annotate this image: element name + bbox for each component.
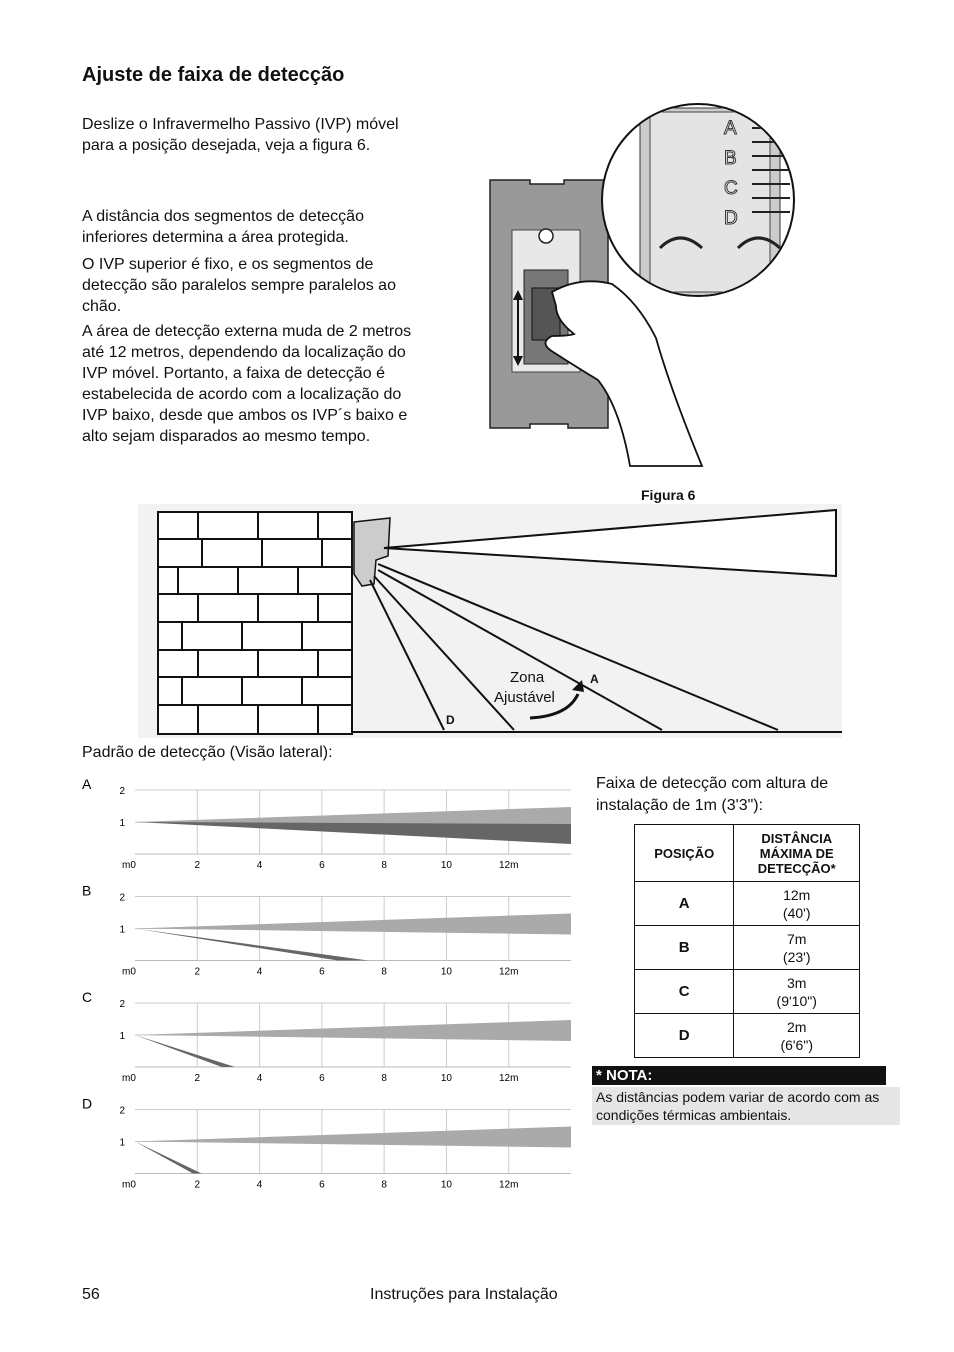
x-tick-label: 2 — [195, 860, 201, 871]
pattern-title: Padrão de detecção (Visão lateral): — [82, 744, 333, 761]
y-tick-label: 2 — [119, 1106, 125, 1117]
distance-ft: (6'6") — [780, 1036, 813, 1053]
row-distance: 2m(6'6") — [733, 1013, 860, 1058]
lower-beam — [135, 822, 571, 844]
x-tick-label: 4 — [257, 967, 263, 978]
footer-title: Instruções para Instalação — [370, 1286, 558, 1303]
row-position: C — [633, 969, 735, 1014]
table-row: C 3m(9'10") — [633, 969, 860, 1014]
zone-label-line1: Zona — [510, 669, 545, 686]
header-distance-line2: MÁXIMA DE — [759, 845, 834, 861]
figure-position-c: C — [724, 178, 738, 199]
distance-m: 3m — [786, 974, 807, 991]
beam-label-a: A — [590, 672, 599, 686]
header-distance-line3: DETECÇÃO* — [757, 860, 836, 876]
upper-beam — [135, 1126, 571, 1148]
paragraph-3: O IVP superior é fixo, e os segmentos de… — [82, 256, 396, 315]
row-position: D — [633, 1013, 735, 1058]
row-position: A — [633, 881, 735, 926]
figure-position-a: A — [724, 118, 737, 139]
x-tick-label: 10 — [441, 1073, 453, 1084]
table-row: A 12m(40') — [633, 881, 860, 926]
paragraph-2: A distância dos segmentos de detecção in… — [82, 208, 364, 246]
x-tick-label: 8 — [381, 860, 387, 871]
x-tick-label: 8 — [381, 1180, 387, 1191]
row-position: B — [633, 925, 735, 970]
x-tick-label: 10 — [441, 860, 453, 871]
side-view-diagram: Zona Ajustável A D — [138, 504, 842, 738]
figure-6-illustration: A B C D — [480, 88, 880, 480]
distance-m: 7m — [786, 930, 807, 947]
row-distance: 12m(40') — [733, 881, 860, 926]
x-tick-label: 12m — [499, 967, 518, 978]
x-tick-label: m0 — [122, 1180, 136, 1191]
x-tick-label: 6 — [319, 1073, 325, 1084]
range-title: Faixa de detecção com altura de instalaç… — [596, 775, 829, 814]
x-tick-label: 8 — [381, 1073, 387, 1084]
x-tick-label: 4 — [257, 1073, 263, 1084]
figure-position-b: B — [724, 148, 737, 169]
header-distance-line1: DISTÂNCIA — [761, 830, 833, 846]
x-tick-label: m0 — [122, 1073, 136, 1084]
header-distance: DISTÂNCIA MÁXIMA DE DETECÇÃO* — [733, 824, 860, 882]
x-tick-label: 2 — [195, 1073, 201, 1084]
x-tick-label: 4 — [257, 1180, 263, 1191]
x-tick-label: 10 — [441, 1180, 453, 1191]
pattern-label: B — [82, 883, 91, 899]
distance-ft: (23') — [782, 948, 811, 965]
x-tick-label: 12m — [499, 1073, 518, 1084]
x-tick-label: 2 — [195, 1180, 201, 1191]
y-tick-label: 2 — [119, 786, 125, 797]
header-position: POSIÇÃO — [633, 824, 735, 882]
upper-beam — [135, 1020, 571, 1041]
nota-text: As distâncias podem variar de acordo com… — [592, 1087, 900, 1125]
page-heading: Ajuste de faixa de detecção — [82, 64, 345, 86]
x-tick-label: 12m — [499, 860, 518, 871]
y-tick-label: 2 — [119, 893, 125, 904]
pattern-label: D — [82, 1096, 92, 1112]
distance-m: 12m — [783, 886, 811, 903]
lower-beam — [135, 1035, 235, 1067]
row-distance: 3m(9'10") — [733, 969, 860, 1014]
distance-ft: (40') — [782, 904, 811, 921]
figure-position-d: D — [724, 208, 738, 229]
y-tick-label: 1 — [119, 925, 125, 936]
beam-label-d: D — [446, 713, 455, 727]
x-tick-label: m0 — [122, 860, 136, 871]
pattern-label: A — [82, 776, 92, 792]
x-tick-label: 6 — [319, 1180, 325, 1191]
page-number: 56 — [82, 1286, 100, 1303]
x-tick-label: 12m — [499, 1180, 518, 1191]
x-tick-label: 2 — [195, 967, 201, 978]
x-tick-label: 10 — [441, 967, 453, 978]
table-header-row: POSIÇÃO DISTÂNCIA MÁXIMA DE DETECÇÃO* — [633, 824, 860, 882]
distance-m: 2m — [786, 1018, 807, 1035]
paragraph-4: A área de detecção externa muda de 2 met… — [82, 323, 412, 445]
pattern-label: C — [82, 989, 92, 1005]
x-tick-label: 8 — [381, 967, 387, 978]
zone-label-line2: Ajustável — [494, 689, 555, 706]
nota-title: * NOTA: — [592, 1066, 886, 1085]
paragraph-1: Deslize o Infravermelho Passivo (IVP) mó… — [82, 116, 399, 154]
table-row: D 2m(6'6") — [633, 1013, 860, 1058]
table-row: B 7m(23') — [633, 925, 860, 970]
figure-caption: Figura 6 — [641, 487, 696, 503]
lower-beam — [135, 928, 369, 961]
distance-ft: (9'10") — [776, 992, 817, 1009]
x-tick-label: m0 — [122, 967, 136, 978]
x-tick-label: 6 — [319, 967, 325, 978]
upper-beam — [135, 913, 571, 935]
y-tick-label: 2 — [119, 999, 125, 1010]
x-tick-label: 4 — [257, 860, 263, 871]
lower-beam — [135, 1141, 202, 1174]
row-distance: 7m(23') — [733, 925, 860, 970]
y-tick-label: 1 — [119, 818, 125, 829]
y-tick-label: 1 — [119, 1031, 125, 1042]
y-tick-label: 1 — [119, 1138, 125, 1149]
range-table: POSIÇÃO DISTÂNCIA MÁXIMA DE DETECÇÃO* A … — [633, 824, 860, 1058]
x-tick-label: 6 — [319, 860, 325, 871]
